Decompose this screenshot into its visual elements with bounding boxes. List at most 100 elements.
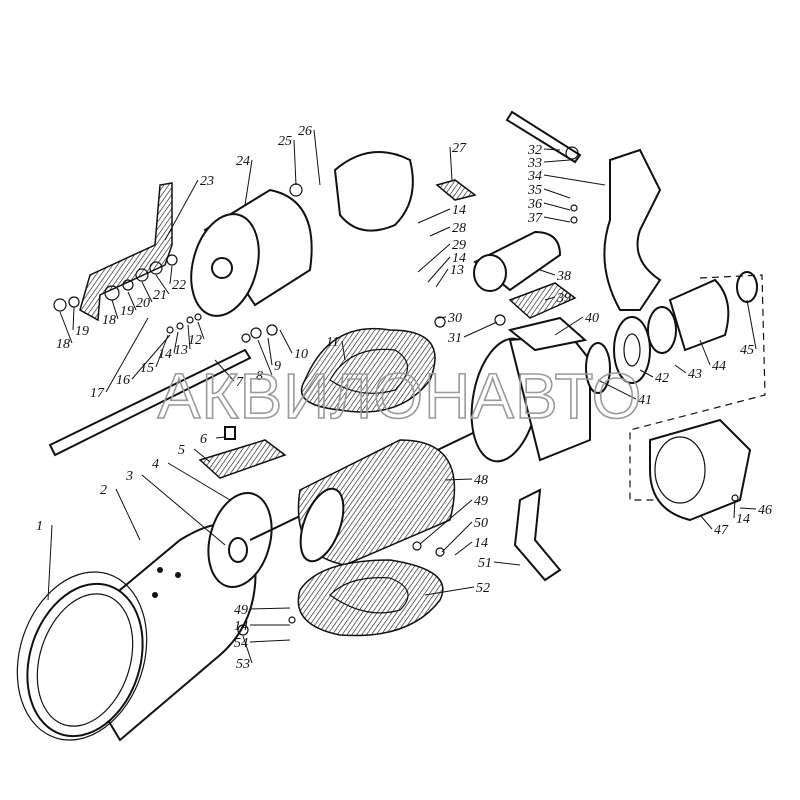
- callout-36: 36: [527, 197, 542, 212]
- callout-54: 54: [234, 636, 248, 651]
- callout-53: 53: [236, 657, 250, 672]
- washer: [228, 537, 248, 563]
- leader-line: [746, 299, 757, 350]
- leader-line: [441, 521, 473, 553]
- callout-46: 46: [758, 503, 772, 518]
- leader-line: [167, 462, 231, 501]
- leader-line: [539, 269, 556, 276]
- callout-31: 31: [447, 331, 462, 346]
- gasket: [508, 282, 577, 319]
- callout-10: 10: [294, 347, 308, 362]
- leader-line: [544, 296, 556, 301]
- leader-line: [193, 448, 211, 463]
- leader-line: [543, 202, 571, 211]
- leader-line: [313, 129, 321, 186]
- leader-line: [699, 514, 713, 530]
- bus-bar: [79, 182, 173, 322]
- leader-line: [454, 541, 473, 556]
- callout-1: 1: [36, 519, 43, 534]
- leader-line: [115, 488, 141, 541]
- shift-lever: [513, 488, 562, 582]
- leader-line: [429, 226, 451, 237]
- leader-line: [242, 635, 253, 664]
- callout-42: 42: [655, 371, 669, 386]
- callout-17: 17: [90, 386, 105, 401]
- leader-line: [197, 321, 205, 340]
- callout-5: 5: [178, 443, 185, 458]
- brush-holder: [333, 151, 414, 232]
- callout-11: 11: [326, 335, 339, 350]
- callout-28: 28: [452, 221, 466, 236]
- callout-20: 20: [136, 296, 150, 311]
- drive-end-shield: [470, 316, 591, 463]
- armature: [249, 419, 501, 566]
- leader-line: [424, 586, 475, 596]
- leader-line: [341, 340, 346, 361]
- spring-ring: [647, 306, 677, 354]
- callout-29: 29: [452, 238, 466, 253]
- drive-housing: [649, 418, 752, 522]
- callout-30: 30: [447, 311, 462, 326]
- callout-4: 4: [152, 457, 159, 472]
- callout-14: 14: [452, 251, 466, 266]
- callout-13: 13: [450, 263, 464, 278]
- callout-37: 37: [527, 211, 543, 226]
- leader-line: [169, 265, 173, 285]
- callout-26: 26: [298, 124, 312, 139]
- callout-7: 7: [236, 375, 244, 390]
- callout-33: 33: [527, 156, 542, 171]
- callout-23: 23: [200, 174, 214, 189]
- leader-line: [131, 334, 171, 380]
- leader-line: [244, 159, 253, 206]
- leader-line: [543, 174, 606, 186]
- watermark: АКВИЛОНАВТО: [158, 360, 643, 432]
- bushing-ring: [585, 342, 611, 394]
- leader-line: [72, 306, 75, 331]
- leader-line: [543, 148, 561, 151]
- leader-line: [419, 499, 473, 545]
- leader-line: [215, 436, 227, 439]
- callout-14: 14: [736, 512, 750, 527]
- brush: [435, 179, 477, 201]
- callout-9: 9: [274, 359, 281, 374]
- leader-line: [59, 311, 73, 344]
- callout-44: 44: [712, 359, 726, 374]
- callout-18: 18: [102, 313, 116, 328]
- callout-24: 24: [236, 154, 250, 169]
- leader-line: [733, 499, 736, 519]
- leader-line: [105, 317, 149, 393]
- leader-line: [249, 607, 291, 610]
- flange-plate: [613, 316, 651, 384]
- commutator-end-cover: [190, 188, 313, 317]
- leader-line: [249, 639, 291, 643]
- leader-line: [543, 159, 571, 163]
- pole-piece: [198, 439, 287, 479]
- callout-14: 14: [474, 536, 488, 551]
- leader-line: [187, 324, 191, 350]
- leader-line: [427, 256, 451, 283]
- fasteners: [53, 146, 739, 636]
- leader-line: [267, 337, 273, 366]
- field-coil-upper: [300, 327, 436, 413]
- callout-18: 18: [56, 337, 70, 352]
- leader-line: [699, 339, 711, 366]
- callout-19: 19: [75, 324, 89, 339]
- callout-6: 6: [200, 432, 207, 447]
- leader-line: [47, 524, 53, 601]
- callout-13: 13: [174, 343, 188, 358]
- leader-line: [739, 507, 757, 510]
- leader-line: [674, 364, 687, 374]
- callout-51: 51: [478, 556, 492, 571]
- callout-47: 47: [714, 523, 729, 538]
- callout-32: 32: [527, 143, 542, 158]
- callout-2: 2: [100, 483, 107, 498]
- callout-50: 50: [474, 516, 488, 531]
- callout-49: 49: [234, 603, 248, 618]
- callout-27: 27: [452, 141, 467, 156]
- callout-8: 8: [256, 369, 263, 384]
- leader-line: [543, 188, 571, 199]
- callout-12: 12: [188, 333, 202, 348]
- leader-line: [257, 339, 273, 376]
- callout-25: 25: [278, 134, 292, 149]
